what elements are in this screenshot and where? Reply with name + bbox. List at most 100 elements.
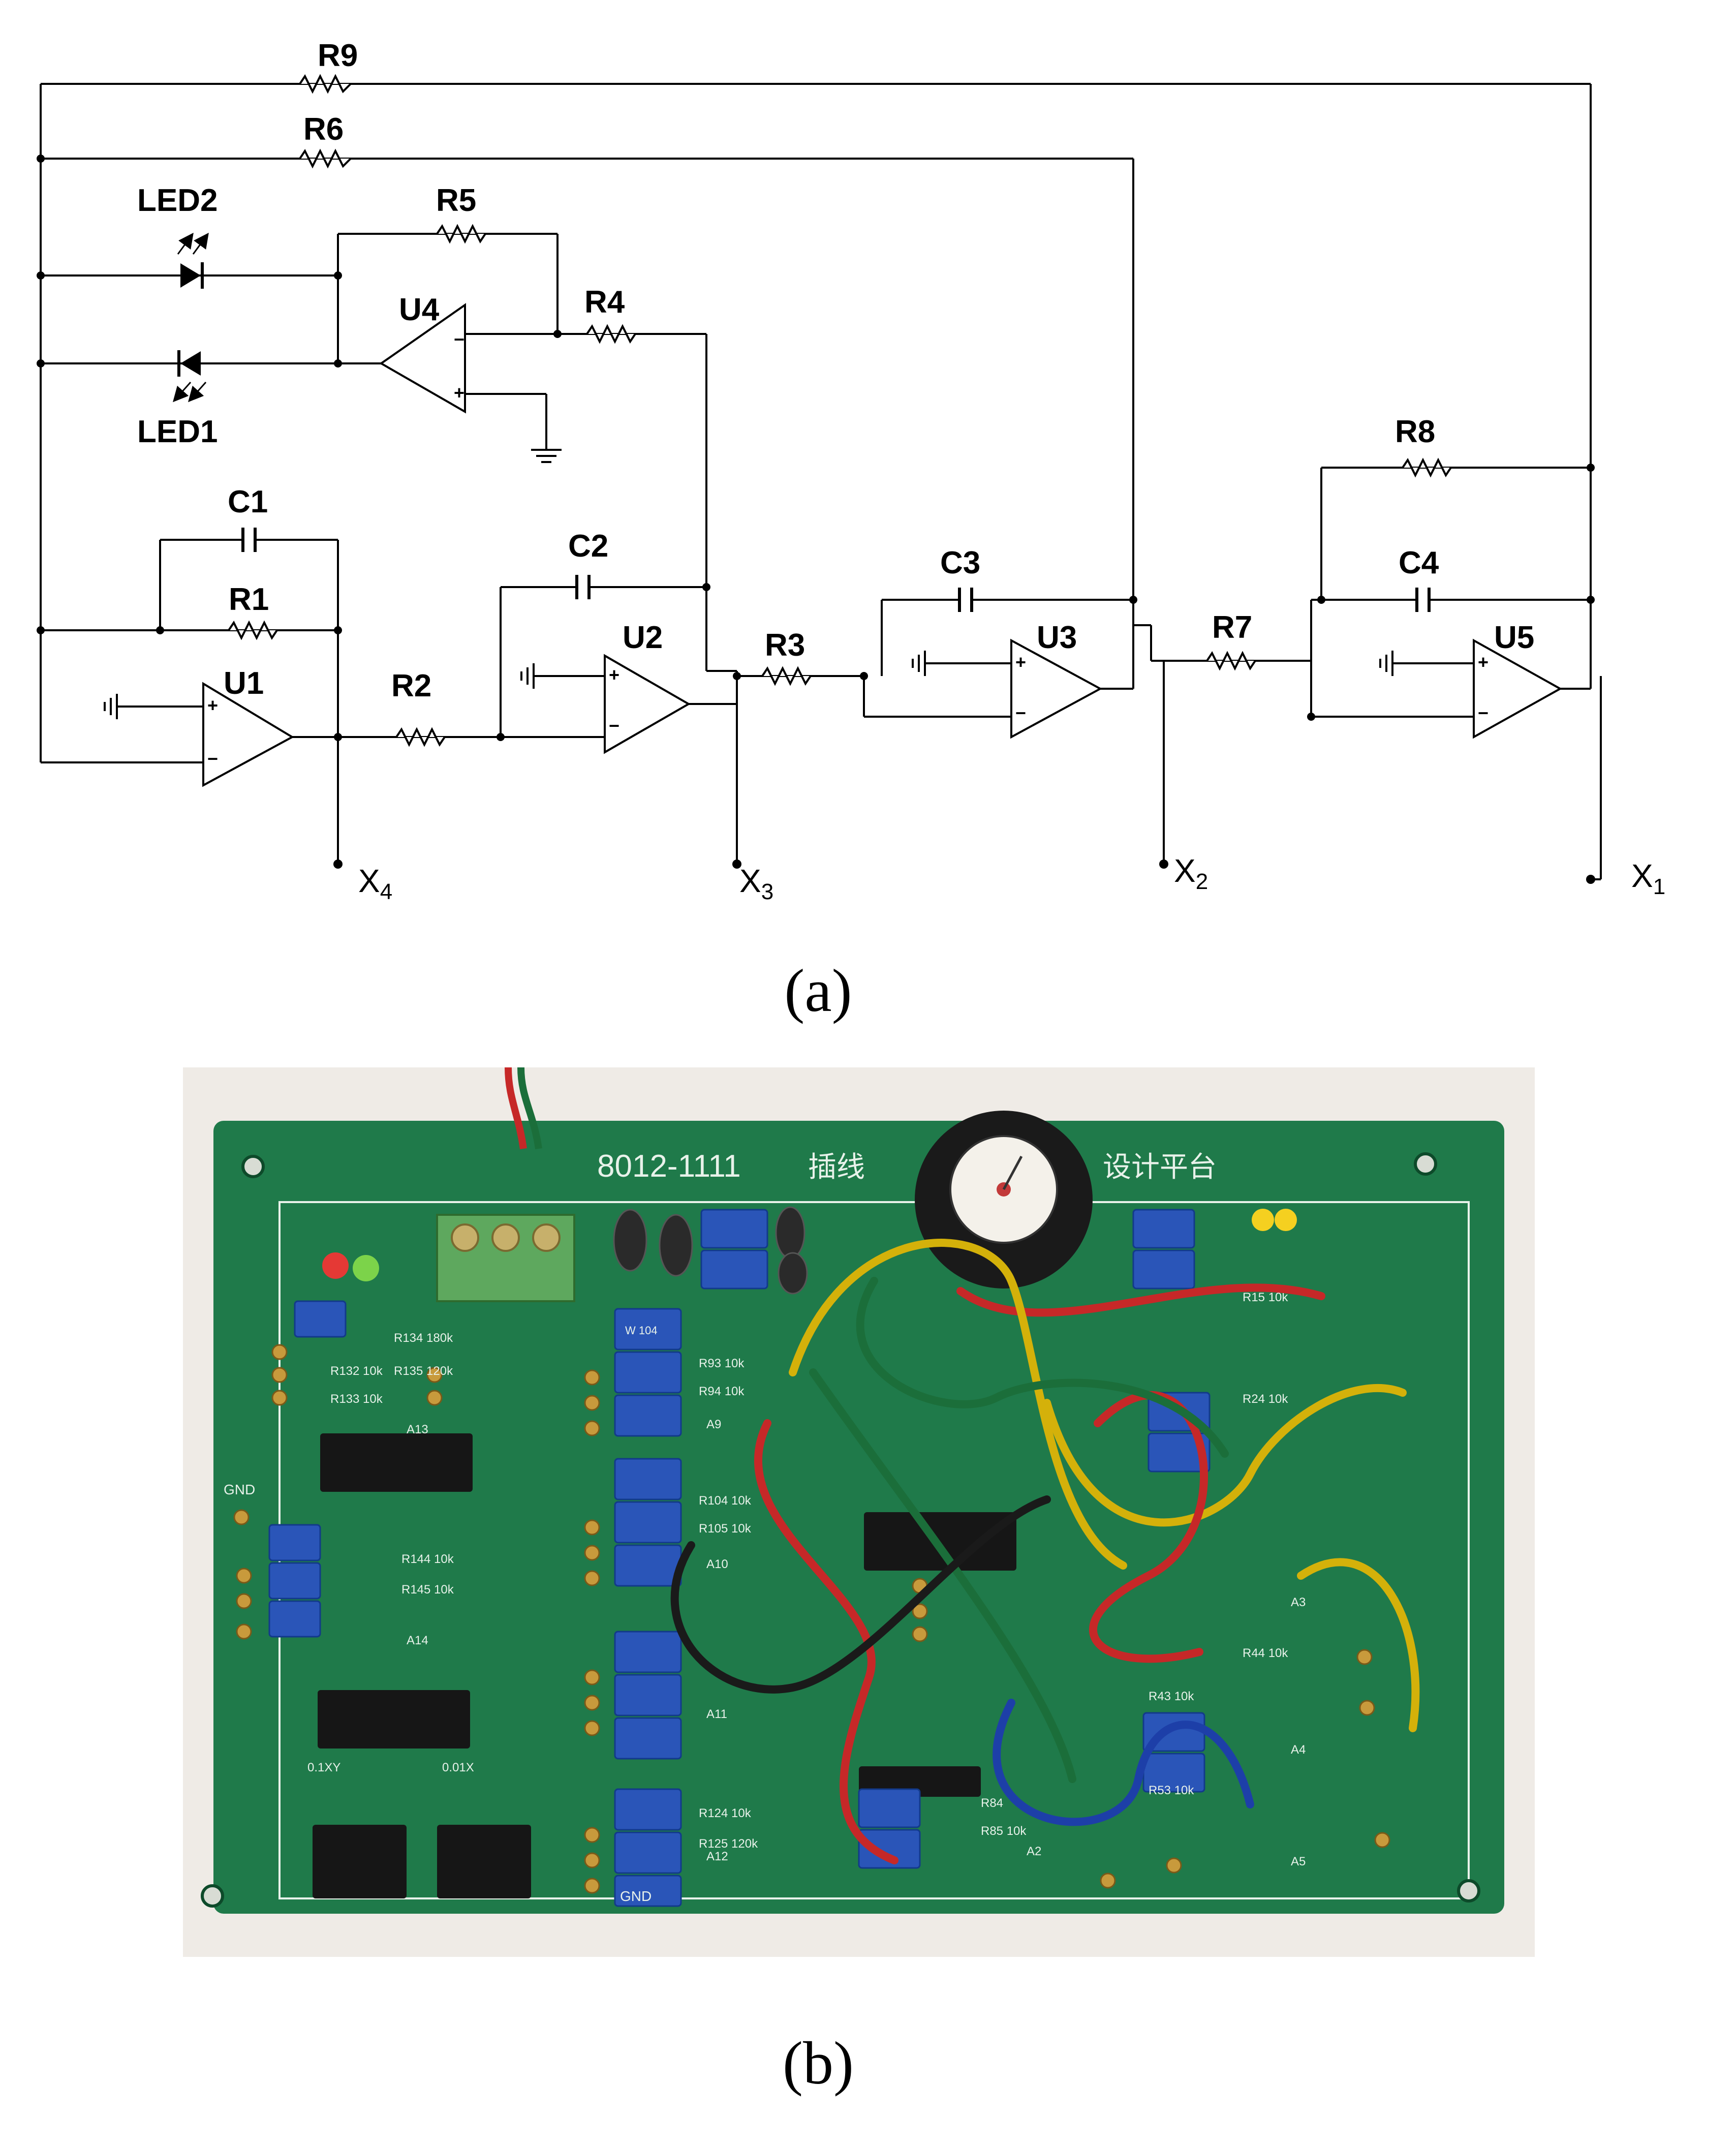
ground-u5 bbox=[1379, 651, 1393, 676]
pcb-illustration: 8012-1111 插线 设计平台 W 104 bbox=[201, 1067, 1504, 1914]
board-title-cn: 插线 bbox=[808, 1151, 865, 1183]
label-r7: R7 bbox=[1212, 610, 1252, 645]
silk-label: R144 10k bbox=[401, 1552, 454, 1566]
capacitor-c1 bbox=[241, 528, 257, 552]
u1-pin-plus: + bbox=[207, 695, 218, 716]
u2-pin-minus: − bbox=[609, 715, 619, 736]
silk-label: R53 10k bbox=[1149, 1784, 1194, 1797]
silk-label: R85 10k bbox=[981, 1824, 1027, 1838]
resistor-r8 bbox=[1402, 457, 1452, 478]
u4-pin-plus: + bbox=[454, 382, 464, 403]
output-x2: X2 bbox=[1174, 852, 1208, 894]
silk-label: R133 10k bbox=[330, 1392, 383, 1406]
u5-pin-plus: + bbox=[1478, 652, 1489, 672]
yellow-led-1 bbox=[1252, 1209, 1274, 1231]
silk-label: R105 10k bbox=[699, 1522, 752, 1536]
resistor-r5 bbox=[436, 224, 486, 244]
silk-label: R84 bbox=[981, 1796, 1003, 1810]
caption-b: (b) bbox=[783, 2029, 854, 2097]
ic-chips bbox=[313, 1433, 1016, 1898]
silk-label: R24 10k bbox=[1243, 1392, 1288, 1406]
label-u2: U2 bbox=[623, 620, 663, 655]
yellow-led-2 bbox=[1275, 1209, 1297, 1231]
label-r8: R8 bbox=[1395, 414, 1435, 449]
green-led bbox=[353, 1255, 379, 1281]
output-x1: X1 bbox=[1631, 857, 1665, 899]
label-led1: LED1 bbox=[137, 414, 218, 449]
resistor-symbols bbox=[228, 74, 1452, 747]
silk-label: R135 120k bbox=[394, 1364, 453, 1378]
label-c1: C1 bbox=[228, 484, 268, 519]
output-x4: X4 bbox=[358, 863, 392, 904]
label-c4: C4 bbox=[1399, 545, 1439, 580]
label-led2: LED2 bbox=[137, 183, 218, 218]
gnd-label-bottom: GND bbox=[620, 1888, 652, 1904]
led2-symbol bbox=[177, 232, 209, 289]
silk-label: A13 bbox=[407, 1423, 428, 1436]
ground-u3 bbox=[912, 651, 926, 676]
ground-u2 bbox=[520, 663, 535, 689]
silk-label: R44 10k bbox=[1243, 1646, 1288, 1660]
test-pads bbox=[233, 1344, 1390, 1894]
silk-label: R145 10k bbox=[401, 1583, 454, 1597]
u4-pin-minus: − bbox=[454, 329, 464, 350]
silk-label: A5 bbox=[1291, 1855, 1306, 1868]
u3-pin-minus: − bbox=[1015, 702, 1026, 723]
silk-label: A14 bbox=[407, 1634, 428, 1647]
output-labels: X4 X3 X2 X1 bbox=[358, 852, 1665, 904]
silk-label: R104 10k bbox=[699, 1494, 752, 1508]
label-u4: U4 bbox=[399, 292, 440, 327]
dial-knob bbox=[915, 1111, 1093, 1289]
ground-u4 bbox=[531, 449, 562, 463]
capacitor-c3 bbox=[958, 588, 973, 612]
silk-label: A3 bbox=[1291, 1596, 1306, 1609]
resistor-r1 bbox=[228, 620, 278, 640]
output-x3: X3 bbox=[739, 863, 773, 904]
label-r6: R6 bbox=[303, 112, 344, 147]
silk-label: A2 bbox=[1027, 1845, 1041, 1858]
label-r3: R3 bbox=[765, 628, 805, 663]
opamp-u5 bbox=[1473, 638, 1563, 739]
opamp-u4 bbox=[379, 303, 466, 414]
opamp-symbols bbox=[202, 303, 1563, 787]
component-labels: R9 R6 R5 R4 R1 R2 R3 R7 R8 C1 C2 C3 C4 U… bbox=[137, 38, 1534, 703]
silk-label: A9 bbox=[706, 1418, 721, 1431]
silk-label: R94 10k bbox=[699, 1385, 745, 1398]
silk-label: A12 bbox=[706, 1850, 728, 1863]
multiplier-label-2: 0.01X bbox=[442, 1761, 474, 1774]
silk-labels: R134 180k R132 10k R135 120k R133 10k R9… bbox=[224, 1291, 1306, 1904]
label-r2: R2 bbox=[391, 668, 431, 703]
silk-label: R93 10k bbox=[699, 1357, 745, 1370]
silk-label: R134 180k bbox=[394, 1331, 453, 1345]
label-r5: R5 bbox=[436, 183, 476, 218]
schematic-wires bbox=[40, 83, 1602, 880]
silk-label: A4 bbox=[1291, 1743, 1306, 1757]
ground-u1 bbox=[104, 694, 118, 719]
silk-label: A10 bbox=[706, 1557, 728, 1571]
resistor-r3 bbox=[761, 666, 812, 686]
label-u1: U1 bbox=[224, 666, 264, 701]
terminal-screws bbox=[451, 1223, 561, 1252]
label-r1: R1 bbox=[229, 582, 269, 617]
opamp-u2 bbox=[604, 654, 691, 754]
led1-symbol bbox=[173, 350, 207, 403]
capacitor-c2 bbox=[575, 575, 591, 599]
capacitor-c4 bbox=[1415, 588, 1431, 612]
red-supply-wire bbox=[505, 1067, 527, 1149]
u2-pin-plus: + bbox=[609, 664, 619, 685]
silk-label: R132 10k bbox=[330, 1364, 383, 1378]
label-u5: U5 bbox=[1494, 620, 1534, 655]
resistor-r4 bbox=[586, 324, 636, 344]
opamp-pin-labels: − + + − + − + − + − bbox=[207, 329, 1489, 769]
ground-symbols bbox=[104, 449, 1393, 719]
u5-pin-minus: − bbox=[1478, 702, 1489, 723]
opamp-u3 bbox=[1010, 638, 1103, 739]
schematic-panel-a: − + + − + − + − + − R9 R6 R5 R4 R1 R2 R3 bbox=[37, 38, 1665, 904]
label-u3: U3 bbox=[1037, 620, 1077, 655]
opamp-u1 bbox=[202, 682, 295, 787]
led-symbols bbox=[173, 232, 209, 403]
multiplier-label-1: 0.1XY bbox=[307, 1761, 340, 1774]
board-title-cn-2: 设计平台 bbox=[1103, 1151, 1217, 1183]
silk-label: R125 120k bbox=[699, 1837, 758, 1851]
caption-a: (a) bbox=[784, 957, 852, 1024]
